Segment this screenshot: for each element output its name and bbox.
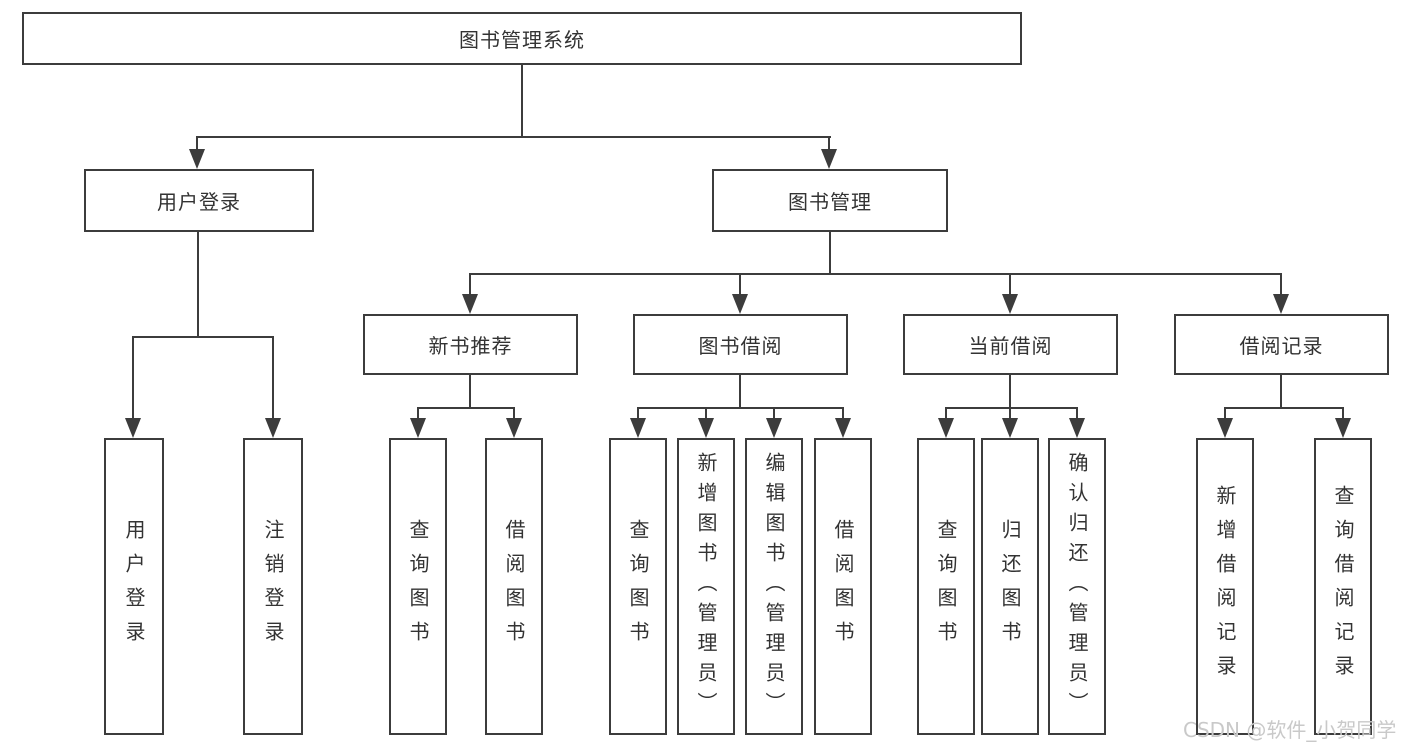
- connector-root-stem: [521, 65, 523, 136]
- node-label: 归还图书: [998, 518, 1022, 655]
- node-label: 查询借阅记录: [1331, 484, 1355, 689]
- leaf-query-borrow-record: 查询借阅记录: [1314, 438, 1372, 735]
- leaf-add-borrow-record: 新增借阅记录: [1196, 438, 1254, 735]
- node-label: 借阅图书: [502, 518, 526, 655]
- arrowhead-down-icon: [1002, 294, 1018, 314]
- arrowhead-down-icon: [462, 294, 478, 314]
- connector-drop: [1009, 273, 1011, 297]
- node-label: 图书管理系统: [459, 28, 585, 52]
- node-label: 借阅记录: [1239, 334, 1324, 358]
- node-user-login: 用户登录: [84, 169, 314, 232]
- node-label: 借阅图书: [831, 518, 855, 655]
- node-label: 用户登录: [157, 190, 241, 214]
- node-label: 查询图书: [406, 518, 430, 655]
- leaf-borrow-books-recommend: 借阅图书: [485, 438, 543, 735]
- node-book-borrowing: 图书借阅: [633, 314, 848, 375]
- connector-drop: [828, 136, 830, 152]
- leaf-query-books-current: 查询图书: [917, 438, 975, 735]
- node-label: 图书借阅: [698, 334, 783, 358]
- arrowhead-down-icon: [835, 418, 851, 438]
- arrowhead-down-icon: [938, 418, 954, 438]
- connector-stem: [739, 375, 741, 407]
- node-label: 查询图书: [626, 518, 650, 655]
- node-new-book-recommendation: 新书推荐: [363, 314, 578, 375]
- arrowhead-down-icon: [821, 149, 837, 169]
- leaf-logout: 注销登录: [243, 438, 303, 735]
- arrowhead-down-icon: [265, 418, 281, 438]
- node-book-management: 图书管理: [712, 169, 948, 232]
- node-label: 查询图书: [934, 518, 958, 655]
- connector-drop: [272, 336, 274, 422]
- connector-stem: [1009, 375, 1011, 407]
- connector-drop: [417, 407, 419, 421]
- connector-fork: [1224, 407, 1344, 409]
- arrowhead-down-icon: [189, 149, 205, 169]
- arrowhead-down-icon: [1069, 418, 1085, 438]
- arrowhead-down-icon: [506, 418, 522, 438]
- connector-drop: [773, 407, 775, 421]
- connector-root-fork: [197, 136, 831, 138]
- connector-drop: [637, 407, 639, 421]
- node-library-management-system: 图书管理系统: [22, 12, 1022, 65]
- connector-stem: [1280, 375, 1282, 407]
- leaf-borrow-books: 借阅图书: [814, 438, 872, 735]
- connector-drop: [1224, 407, 1226, 421]
- connector-fork: [637, 407, 844, 409]
- connector-drop: [1009, 407, 1011, 421]
- arrowhead-down-icon: [630, 418, 646, 438]
- connector-drop: [945, 407, 947, 421]
- arrowhead-down-icon: [1002, 418, 1018, 438]
- connector-fork: [945, 407, 1078, 409]
- connector-drop: [842, 407, 844, 421]
- connector-drop: [705, 407, 707, 421]
- arrowhead-down-icon: [1217, 418, 1233, 438]
- connector-drop: [196, 136, 198, 152]
- arrowhead-down-icon: [698, 418, 714, 438]
- watermark: CSDN @软件_小贺同学: [1183, 718, 1397, 742]
- connector-drop: [1342, 407, 1344, 421]
- node-label: 确认归还（管理员）: [1065, 451, 1089, 722]
- leaf-query-books-recommend: 查询图书: [389, 438, 447, 735]
- node-current-borrowing: 当前借阅: [903, 314, 1118, 375]
- connector-stem: [469, 375, 471, 407]
- arrowhead-down-icon: [1273, 294, 1289, 314]
- arrowhead-down-icon: [732, 294, 748, 314]
- node-label: 用户登录: [122, 518, 146, 655]
- leaf-return-books: 归还图书: [981, 438, 1039, 735]
- connector-drop: [1280, 273, 1282, 297]
- leaf-confirm-return-admin: 确认归还（管理员）: [1048, 438, 1106, 735]
- arrowhead-down-icon: [125, 418, 141, 438]
- connector-userlogin-fork: [132, 336, 274, 338]
- node-label: 编辑图书（管理员）: [762, 451, 786, 722]
- arrowhead-down-icon: [1335, 418, 1351, 438]
- leaf-edit-books-admin: 编辑图书（管理员）: [745, 438, 803, 735]
- connector-bookmgmt-fork: [470, 273, 1282, 275]
- arrowhead-down-icon: [410, 418, 426, 438]
- leaf-query-books-borrowing: 查询图书: [609, 438, 667, 735]
- arrowhead-down-icon: [766, 418, 782, 438]
- connector-drop: [132, 336, 134, 422]
- node-label: 注销登录: [261, 518, 285, 655]
- leaf-user-login: 用户登录: [104, 438, 164, 735]
- connector-drop: [513, 407, 515, 421]
- connector-bookmgmt-stem: [829, 232, 831, 273]
- node-label: 新增图书（管理员）: [694, 451, 718, 722]
- connector-drop: [1076, 407, 1078, 421]
- leaf-add-books-admin: 新增图书（管理员）: [677, 438, 735, 735]
- node-borrowing-records: 借阅记录: [1174, 314, 1389, 375]
- node-label: 当前借阅: [968, 334, 1053, 358]
- node-label: 图书管理: [788, 190, 872, 214]
- connector-fork: [417, 407, 515, 409]
- connector-userlogin-stem: [197, 232, 199, 336]
- node-label: 新书推荐: [428, 334, 513, 358]
- connector-drop: [469, 273, 471, 297]
- connector-drop: [739, 273, 741, 297]
- node-label: 新增借阅记录: [1213, 484, 1237, 689]
